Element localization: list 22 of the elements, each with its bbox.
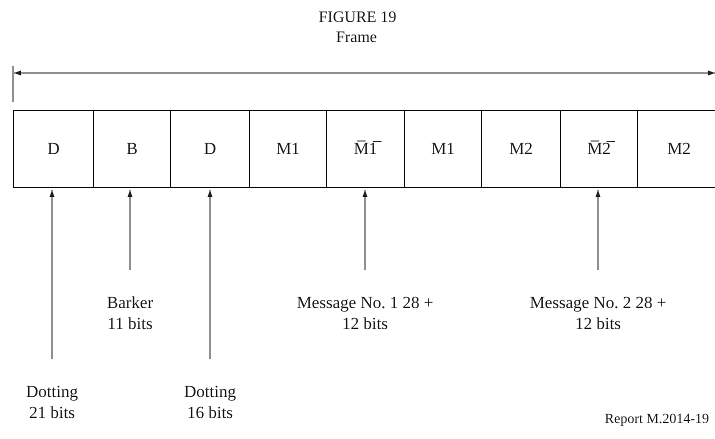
arrow	[362, 190, 368, 270]
frame-cell: M1	[249, 110, 326, 188]
frame-cell: M̅2̅	[560, 110, 637, 188]
frame-cell: D	[170, 110, 249, 188]
frame-cell: D	[13, 110, 93, 188]
frame-cell: M1	[404, 110, 481, 188]
field-label: Barker 11 bits	[101, 292, 159, 334]
arrow	[596, 190, 600, 270]
dimension-label: Frame	[336, 29, 377, 47]
frame-cell: M̅1̅	[326, 110, 404, 188]
figure-title: FIGURE 19	[318, 9, 398, 27]
frame-cell: B	[93, 110, 170, 188]
frame-cell: M2	[481, 110, 560, 188]
arrow	[128, 190, 132, 270]
figure-reference: Report M.2014-19	[604, 412, 709, 428]
field-label: Message No. 1 28 + 12 bits	[293, 292, 437, 334]
arrow	[50, 190, 54, 360]
field-label: Dotting 16 bits	[178, 381, 242, 424]
frame-cell: M2	[637, 110, 715, 188]
field-label: Message No. 2 28 + 12 bits	[526, 292, 670, 334]
arrow	[208, 190, 212, 360]
field-label: Dotting 21 bits	[20, 381, 84, 424]
